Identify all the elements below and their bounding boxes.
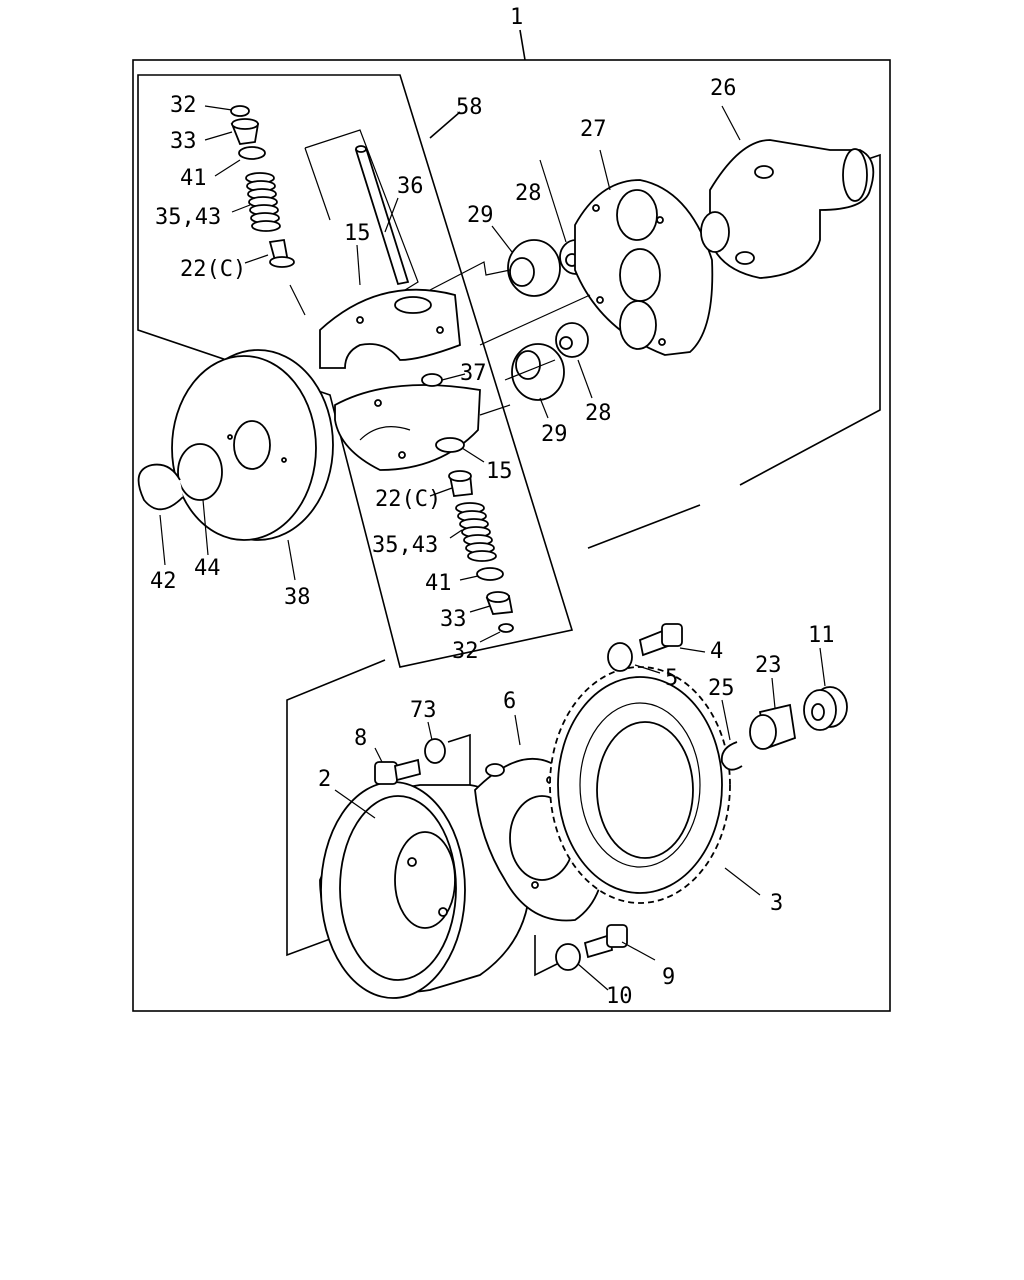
label-42: 42	[150, 569, 177, 594]
label-33-lower: 33	[440, 607, 467, 632]
label-27: 27	[580, 117, 607, 142]
label-41-lower: 41	[425, 571, 452, 596]
part-36-pin	[354, 145, 410, 286]
label-35-43-upper: 35,43	[155, 205, 221, 230]
part-44-ring	[177, 443, 223, 501]
part-29-upper	[507, 239, 561, 297]
part-28-lower	[555, 322, 589, 358]
label-10: 10	[606, 984, 633, 1009]
label-58: 58	[456, 95, 483, 120]
label-15-lower: 15	[486, 459, 513, 484]
label-26: 26	[710, 76, 737, 101]
part-8-bolt	[374, 758, 422, 785]
part-42-snap-ring	[137, 463, 184, 511]
part-23-nut	[749, 703, 797, 750]
label-29-lower: 29	[541, 422, 568, 447]
label-25: 25	[708, 676, 735, 701]
label-2: 2	[318, 767, 331, 792]
part-15-weight-upper	[319, 288, 461, 369]
label-33-upper: 33	[170, 129, 197, 154]
retainer-outline-2	[304, 147, 331, 221]
part-32-upper	[230, 105, 250, 117]
part-9-bolt	[583, 924, 628, 959]
subassembly-58-outline	[137, 74, 574, 668]
label-5: 5	[665, 666, 678, 691]
label-3: 3	[770, 891, 783, 916]
label-58-leader	[429, 111, 461, 139]
label-37: 37	[460, 361, 487, 386]
retainer-outline-3	[289, 284, 306, 316]
label-6: 6	[503, 689, 516, 714]
part-73-washer	[424, 738, 446, 764]
label-8: 8	[354, 726, 367, 751]
label-32-lower: 32	[452, 639, 479, 664]
part-35-43-lower-spring	[455, 502, 497, 562]
part-37	[421, 373, 443, 387]
part-29-lower	[511, 343, 565, 401]
spring-stack-upper	[230, 105, 295, 268]
label-1-leader	[519, 29, 526, 61]
spring-stack-lower	[448, 470, 514, 633]
label-11: 11	[808, 623, 835, 648]
label-22c-lower: 22(C)	[375, 487, 441, 512]
label-32-upper: 32	[170, 93, 197, 118]
part-11-cap	[803, 686, 848, 731]
retainer-outline	[304, 129, 419, 291]
part-26-shaft	[700, 139, 875, 279]
label-38: 38	[284, 585, 311, 610]
part-10-washer	[555, 943, 581, 971]
label-35-43-lower: 35,43	[372, 533, 438, 558]
label-1: 1	[510, 5, 523, 30]
label-4: 4	[710, 639, 723, 664]
label-36: 36	[397, 174, 424, 199]
label-29-upper: 29	[467, 203, 494, 228]
part-35-43-upper-spring	[245, 172, 281, 232]
shaft-group-outline	[739, 153, 881, 486]
part-41-lower	[476, 567, 504, 581]
gear-group-outline-2	[447, 733, 471, 790]
part-2-drum	[319, 781, 531, 999]
assembly-frame	[132, 59, 891, 1012]
leader-lines	[159, 105, 826, 991]
part-4-bolt	[638, 623, 683, 657]
label-28-upper: 28	[515, 181, 542, 206]
gear-group-outline-3	[534, 935, 566, 977]
label-73: 73	[410, 698, 437, 723]
part-3-gear	[549, 666, 731, 904]
part-15-weight-lower	[334, 384, 481, 471]
part-25-ring	[720, 741, 743, 771]
label-9: 9	[662, 965, 675, 990]
label-23: 23	[755, 653, 782, 678]
upper-link-line	[429, 261, 511, 291]
part-5-washer	[607, 642, 633, 672]
label-15-upper: 15	[344, 221, 371, 246]
part-32-lower	[498, 623, 514, 633]
part-41-upper	[238, 146, 266, 160]
label-41-upper: 41	[180, 166, 207, 191]
label-28-lower: 28	[585, 401, 612, 426]
label-22c-upper: 22(C)	[180, 257, 246, 282]
part-27-plate	[574, 179, 714, 356]
label-44: 44	[194, 556, 221, 581]
shaft-group-outline-2	[569, 504, 701, 556]
